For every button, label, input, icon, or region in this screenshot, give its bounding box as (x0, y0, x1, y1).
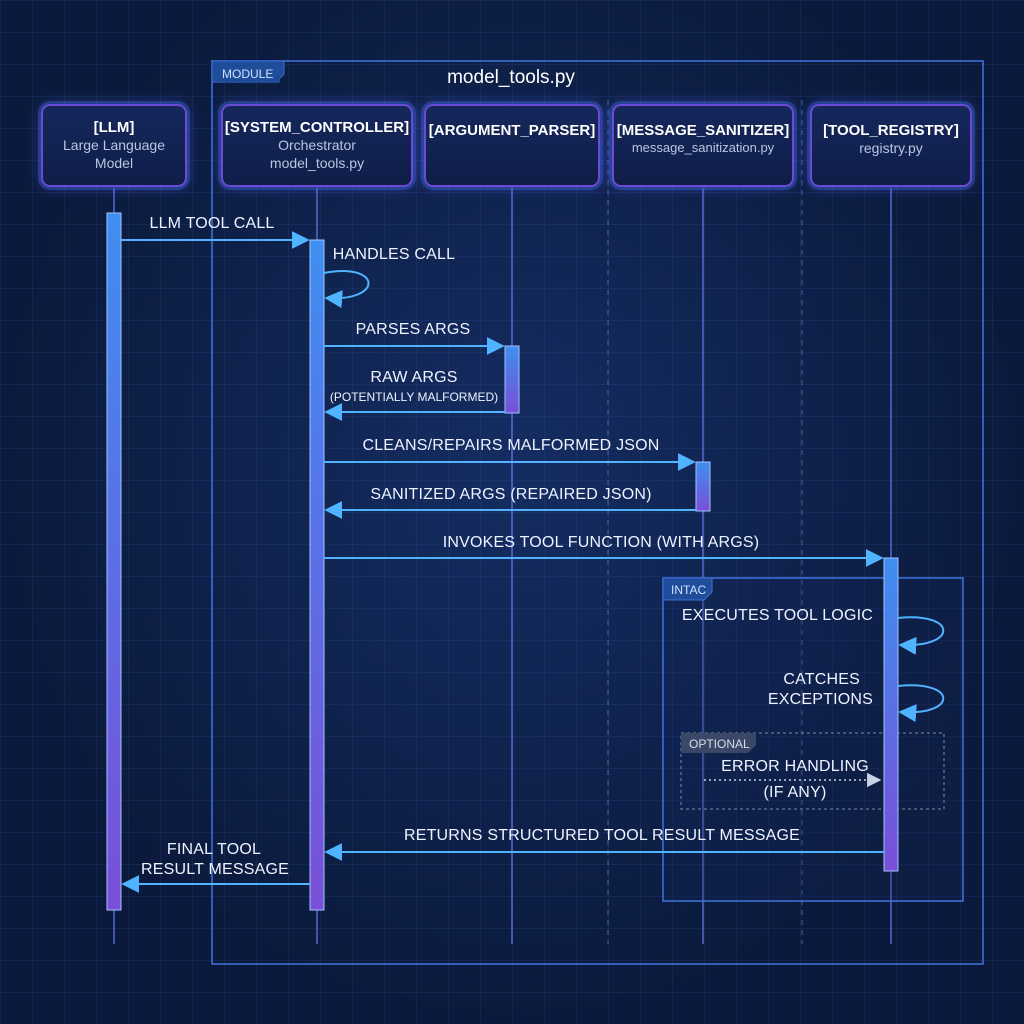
actor-name: [SYSTEM_CONTROLLER] (224, 119, 410, 136)
optional-tag-shape (681, 733, 756, 753)
message-label: RAW ARGS (370, 369, 458, 386)
activation-message-sanitizer (695, 461, 711, 512)
actor-system-controller: [SYSTEM_CONTROLLER] Orchestrator model_t… (221, 104, 413, 187)
actor-message-sanitizer: [MESSAGE_SANITIZER] message_sanitization… (612, 104, 794, 187)
message-label: INVOKES TOOL FUNCTION (WITH ARGS) (442, 534, 760, 551)
message-note: (POTENTIALLY MALFORMED) (329, 390, 499, 404)
intac-tag: INTAC (671, 583, 707, 597)
activation-llm (106, 212, 122, 911)
actor-name: [TOOL_REGISTRY] (823, 122, 959, 139)
actor-name: [LLM] (93, 119, 135, 136)
message-label: LLM TOOL CALL (149, 215, 275, 232)
actor-argument-parser: [ARGUMENT_PARSER] (424, 104, 600, 187)
arrow-executes-self (897, 616, 945, 655)
message-label: PARSES ARGS (355, 321, 471, 338)
actor-name: [MESSAGE_SANITIZER] (616, 122, 790, 139)
arrow-handles-call-self (323, 270, 370, 309)
message-label: FINAL TOOL (166, 841, 262, 858)
message-label: RESULT MESSAGE (140, 861, 290, 878)
optional-fragment (680, 732, 945, 810)
actor-llm: [LLM] Large Language Model (41, 104, 187, 187)
intac-tag-shape (662, 577, 713, 601)
actor-desc: message_sanitization.py (631, 140, 775, 155)
message-label: RETURNS STRUCTURED TOOL RESULT MESSAGE (403, 827, 801, 844)
module-tag: MODULE (215, 65, 281, 83)
actor-desc: registry.py (859, 140, 923, 156)
actor-desc: model_tools.py (269, 155, 365, 171)
activation-tool-registry (883, 557, 899, 872)
message-label: EXECUTES TOOL LOGIC (681, 607, 873, 624)
actor-desc: Model (94, 155, 134, 171)
message-label: (IF ANY) (763, 784, 827, 801)
optional-tag: OPTIONAL (689, 737, 750, 751)
message-label: CLEANS/REPAIRS MALFORMED JSON (362, 437, 660, 454)
module-frame (211, 60, 984, 965)
message-label: CATCHES (783, 671, 860, 688)
actor-desc: Large Language (63, 137, 165, 153)
message-label: ERROR HANDLING (721, 758, 869, 775)
actor-tool-registry: [TOOL_REGISTRY] registry.py (810, 104, 972, 187)
message-label: HANDLES CALL (332, 246, 456, 263)
activation-argument-parser (504, 345, 520, 414)
module-title: model_tools.py (447, 67, 575, 88)
actor-desc: Orchestrator (278, 137, 356, 153)
message-label: SANITIZED ARGS (REPAIRED JSON) (370, 486, 652, 503)
message-label: EXCEPTIONS (767, 691, 873, 708)
activation-system-controller (309, 239, 325, 911)
actor-name: [ARGUMENT_PARSER] (428, 122, 596, 139)
arrow-catches-self (897, 684, 945, 723)
